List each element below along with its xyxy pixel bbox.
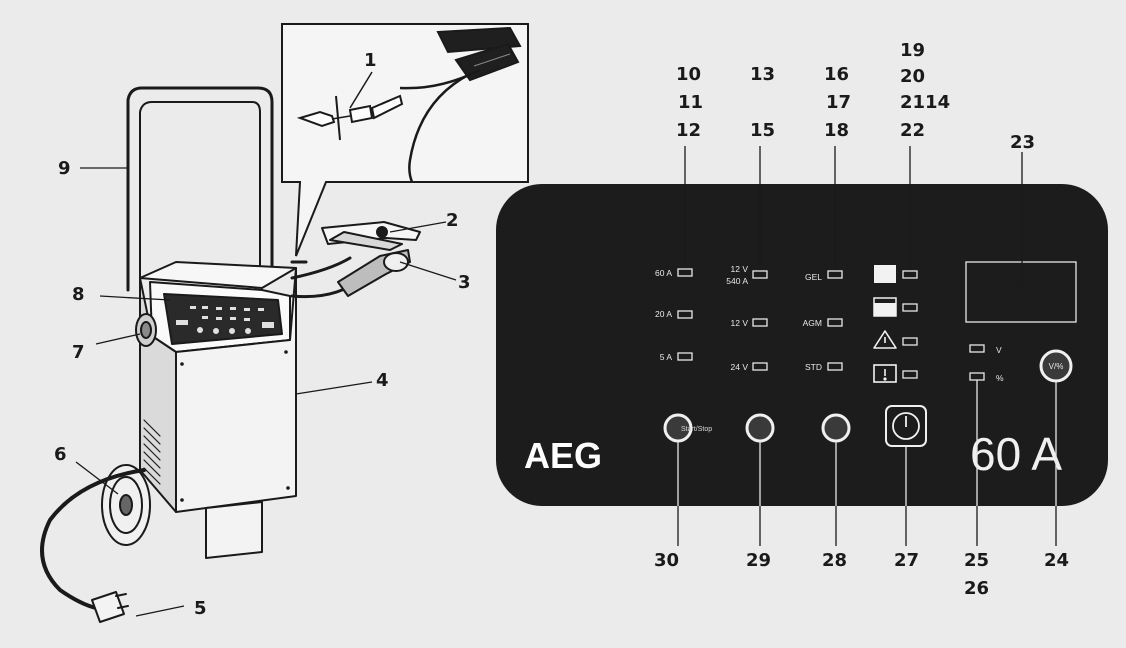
label-v: V — [996, 345, 1002, 355]
label-20a: 20 A — [655, 309, 672, 319]
label-540a: 540 A — [726, 276, 748, 286]
led-status-3 — [902, 337, 918, 346]
label-std: STD — [805, 362, 822, 372]
battery-full-icon — [874, 265, 896, 283]
mains-cable — [40, 468, 146, 610]
callout-24: 24 — [1044, 550, 1070, 571]
led-24v — [752, 362, 768, 371]
label-24v: 24 V — [731, 362, 749, 372]
callout-1: 1 — [364, 50, 377, 71]
callout-27: 27 — [894, 550, 920, 571]
led-5a — [677, 352, 693, 361]
led-indicators — [677, 268, 985, 381]
trolley-handle — [126, 86, 274, 292]
callout-10: 10 — [676, 64, 702, 85]
led-std — [827, 362, 843, 371]
callout-6: 6 — [54, 444, 67, 465]
charger-illustration — [40, 86, 421, 623]
callout-20: 20 — [900, 66, 926, 87]
callout-11: 11 — [678, 92, 704, 113]
led-agm — [827, 318, 843, 327]
callout-2114: 2114 — [900, 92, 951, 113]
callout-18: 18 — [824, 120, 850, 141]
label-agm: AGM — [803, 318, 822, 328]
label-start-stop: Start/Stop — [681, 426, 712, 433]
callout-25: 25 — [964, 550, 990, 571]
callout-9: 9 — [58, 158, 71, 179]
led-12v-540a — [752, 270, 768, 279]
callout-13: 13 — [750, 64, 776, 85]
callout-15: 15 — [750, 120, 776, 141]
leader-lines-panel-bottom — [677, 506, 1057, 546]
model-rating: 60 A — [970, 428, 1062, 480]
callout-22: 22 — [900, 120, 926, 141]
cable-detail-inset — [281, 23, 529, 257]
label-12v-top: 12 V — [731, 264, 749, 274]
callout-17: 17 — [826, 92, 852, 113]
battery-half-icon — [873, 297, 897, 317]
led-status-1 — [902, 270, 918, 279]
led-60a — [677, 268, 693, 277]
label-5a: 5 A — [660, 352, 673, 362]
callout-26: 26 — [964, 578, 990, 599]
leader-lines-panel-light — [677, 380, 1057, 506]
callout-8: 8 — [72, 284, 85, 305]
label-pct: % — [996, 373, 1004, 383]
label-v-percent: V/% — [1049, 362, 1064, 371]
callout-12: 12 — [676, 120, 702, 141]
callout-7: 7 — [72, 342, 85, 363]
callout-28: 28 — [822, 550, 848, 571]
callout-16: 16 — [824, 64, 850, 85]
led-20a — [677, 310, 693, 319]
control-panel: 60 A 20 A 5 A 12 V 540 A 12 V 24 V GEL A… — [496, 184, 1108, 506]
led-v — [969, 344, 985, 353]
callout-23: 23 — [1010, 132, 1036, 153]
led-12v — [752, 318, 768, 327]
warning-triangle-icon — [873, 330, 897, 349]
button-voltage[interactable] — [745, 413, 775, 443]
leader-lines-left — [75, 167, 457, 617]
led-status-4 — [902, 370, 918, 379]
label-60a: 60 A — [655, 268, 672, 278]
led-status-2 — [902, 303, 918, 312]
label-12v: 12 V — [731, 318, 749, 328]
button-battery-type[interactable] — [821, 413, 851, 443]
callout-29: 29 — [746, 550, 772, 571]
callout-19: 19 — [900, 40, 926, 61]
callout-2: 2 — [446, 210, 459, 231]
display-screen — [965, 261, 1077, 323]
callout-30: 30 — [654, 550, 680, 571]
callout-3: 3 — [458, 272, 471, 293]
callout-5: 5 — [194, 598, 207, 619]
brand-logo: AEG — [524, 435, 602, 476]
leader-lines-panel — [684, 146, 1023, 284]
mains-plug — [91, 591, 125, 623]
label-gel: GEL — [805, 272, 822, 282]
callout-4: 4 — [376, 370, 389, 391]
button-v-percent[interactable]: V/% — [1039, 349, 1073, 383]
error-box-icon — [873, 364, 897, 383]
panel-face — [496, 184, 1108, 506]
led-gel — [827, 270, 843, 279]
